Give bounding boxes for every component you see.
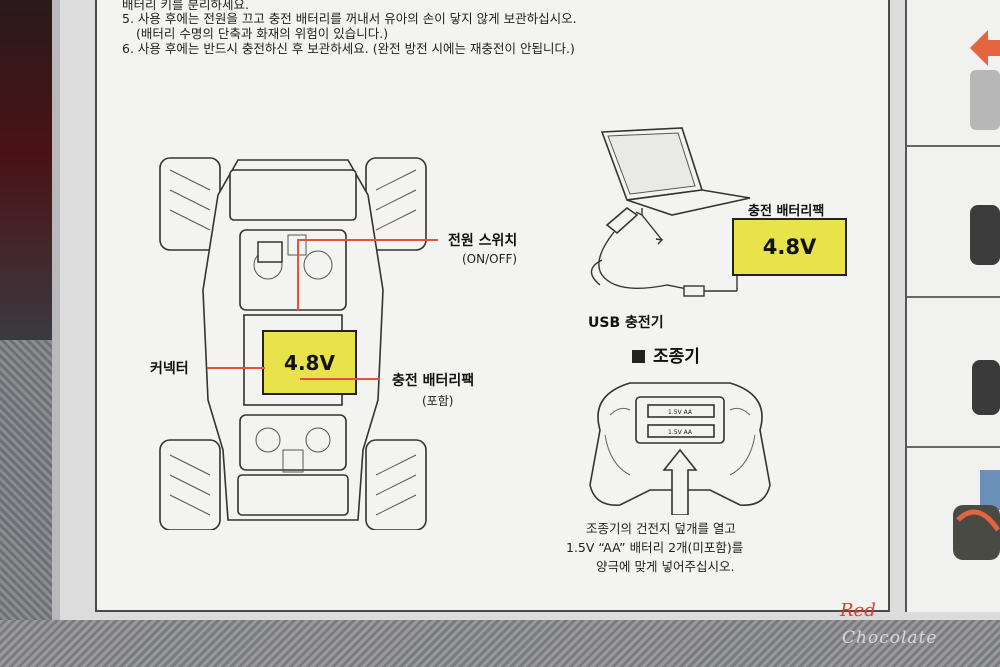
thumbnail-wheel	[970, 205, 1000, 265]
background-carpet-bottom	[0, 620, 1000, 667]
thumbnail-car	[980, 470, 1000, 510]
box-edge	[52, 0, 60, 650]
leader-power-switch-v	[297, 239, 299, 311]
strip-divider	[907, 446, 1000, 448]
battery-slot-2	[647, 424, 715, 438]
leader-battery	[300, 378, 380, 380]
instruction-line-5: 5. 사용 후에는 전원을 끄고 충전 배터리를 꺼내서 유아의 손이 닿지 않…	[122, 11, 577, 26]
battery-slot-1-label: 1.5V AA	[668, 409, 693, 416]
up-arrow-icon	[662, 448, 698, 515]
background-dark-area	[0, 0, 60, 340]
controller-caption-3: 양극에 맞게 넣어주십시오.	[596, 559, 735, 574]
thumbnail-wheel	[970, 70, 1000, 130]
leader-power-switch	[298, 239, 438, 241]
controller-illustration: 1.5V AA 1.5V AA	[589, 382, 771, 515]
power-switch-label: 전원 스위치	[448, 233, 518, 249]
front-bumper	[229, 169, 357, 221]
car-battery-voltage-box: 4.8V	[262, 330, 357, 395]
power-switch-sub: (ON/OFF)	[462, 252, 518, 266]
laptop-charger-illustration	[590, 127, 751, 297]
battery-slot-1	[647, 404, 715, 418]
controller-caption-1: 조종기의 건전지 덮개를 열고	[586, 521, 736, 536]
watermark-line-1: Red	[840, 600, 876, 621]
thumbnail-wheel	[972, 360, 1000, 415]
rear-frame	[239, 414, 347, 471]
usb-charger-label: USB 충전기	[588, 315, 664, 331]
leader-connector	[207, 367, 265, 369]
arrow-left-icon	[970, 30, 1000, 66]
strip-divider	[907, 145, 1000, 147]
charger-battery-label: 충전 배터리팩	[748, 204, 825, 219]
watermark-line-2: Chocolate	[842, 628, 938, 648]
strip-thumbnails	[953, 30, 1000, 560]
controller-caption-2: 1.5V “AA” 배터리 2개(미포함)를	[566, 540, 744, 555]
controller-title-text: 조종기	[653, 347, 700, 367]
rotate-arrow-icon	[956, 509, 1000, 532]
power-switch	[257, 241, 283, 263]
instruction-line-6: 6. 사용 후에는 반드시 충전하신 후 보관하세요. (완전 방전 시에는 재…	[122, 41, 575, 56]
car-battery-sub: (포함)	[422, 394, 454, 408]
connector-label: 커넥터	[150, 361, 189, 377]
laptop-keyboard	[626, 189, 751, 216]
section-bullet-icon	[632, 350, 645, 363]
car-battery-label: 충전 배터리팩	[392, 373, 475, 389]
instruction-line-partial: 배터리 키를 분리하세요.	[122, 0, 249, 12]
controller-body	[589, 382, 771, 506]
controller-section-title: 조종기	[632, 342, 700, 367]
usb-cable	[598, 231, 703, 293]
instruction-line-5-note: (배터리 수명의 단축과 화재의 위험이 있습니다.)	[136, 26, 389, 41]
front-frame	[239, 229, 347, 311]
battery-slot-2-label: 1.5V AA	[668, 429, 693, 436]
strip-divider	[907, 296, 1000, 298]
usb-plug	[605, 206, 639, 235]
charger-battery-voltage-box: 4.8V	[732, 218, 847, 276]
rear-bumper	[237, 474, 349, 516]
insert-arrow-icon	[641, 214, 663, 241]
